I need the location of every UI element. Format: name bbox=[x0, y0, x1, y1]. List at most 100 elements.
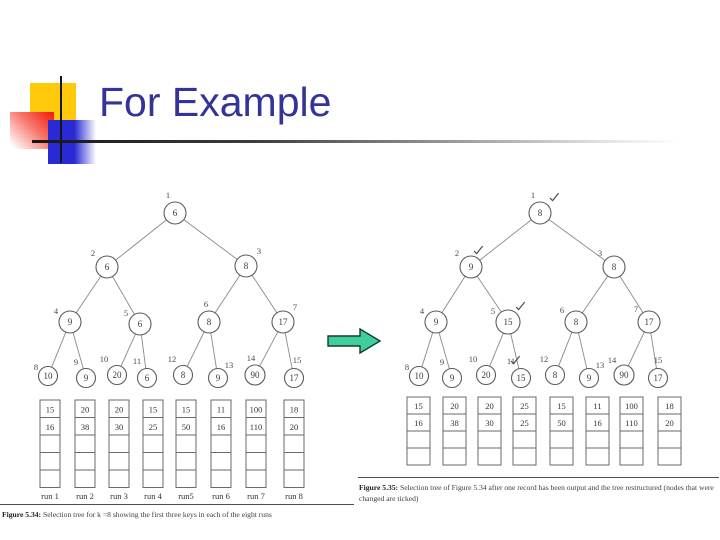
tree-node-circle bbox=[172, 364, 194, 386]
caption-rule-right bbox=[358, 477, 719, 478]
run-box-cell bbox=[108, 452, 130, 471]
run-box-cell bbox=[175, 434, 197, 453]
run-key-value: 20 bbox=[81, 405, 90, 415]
run-key-value: 38 bbox=[450, 418, 459, 428]
tree-edge bbox=[558, 332, 573, 367]
tick-mark-icon bbox=[473, 245, 484, 255]
run-box-cell bbox=[142, 452, 164, 471]
tree-node-number: 5 bbox=[124, 308, 128, 318]
tree-node-circle bbox=[578, 367, 600, 389]
tree-node-value: 9 bbox=[469, 262, 474, 272]
tree-node-number: 10 bbox=[100, 354, 109, 364]
run-box-cell bbox=[585, 430, 610, 449]
run-box-cell bbox=[108, 469, 130, 488]
title-underline bbox=[32, 140, 680, 143]
tree-edge bbox=[214, 274, 241, 314]
tree-node-number: 1 bbox=[166, 190, 170, 200]
tree-node-circle bbox=[234, 254, 258, 278]
run-box-cell bbox=[74, 452, 96, 471]
tree-node-circle bbox=[424, 310, 448, 334]
run-key-value: 20 bbox=[450, 401, 459, 411]
run-key-value: 100 bbox=[625, 401, 638, 411]
run-box-cell bbox=[442, 447, 467, 466]
tree-node-number: 9 bbox=[440, 357, 444, 367]
tree-node-number: 6 bbox=[560, 305, 564, 315]
tree-node-value: 9 bbox=[84, 373, 89, 383]
run-box-cell bbox=[283, 434, 305, 453]
tree-node-circle bbox=[510, 367, 532, 389]
tree-edge bbox=[627, 331, 645, 367]
tree-node-circle bbox=[528, 201, 552, 225]
run-key-value: 15 bbox=[414, 401, 423, 411]
tree-node-value: 8 bbox=[244, 261, 249, 271]
tree-node-number: 13 bbox=[225, 360, 234, 370]
tree-node-value: 90 bbox=[251, 370, 261, 380]
tree-node-number: 8 bbox=[405, 362, 409, 372]
tree-node-number: 2 bbox=[455, 248, 459, 258]
tree-node-value: 9 bbox=[68, 317, 73, 327]
tree-node-value: 8 bbox=[207, 317, 212, 327]
tree-node-circle bbox=[408, 365, 430, 387]
tree-node-number: 10 bbox=[469, 354, 478, 364]
tree-node-value: 15 bbox=[517, 373, 527, 383]
tree-node-number: 15 bbox=[654, 355, 663, 365]
tree-node-value: 17 bbox=[290, 373, 300, 383]
tree-node-value: 17 bbox=[279, 317, 289, 327]
tree-edge bbox=[259, 331, 279, 367]
tree-node-value: 9 bbox=[450, 373, 455, 383]
run-key-value: 20 bbox=[665, 418, 674, 428]
run-box-cell bbox=[549, 430, 574, 449]
tree-edge bbox=[510, 333, 520, 369]
run-box-cell bbox=[619, 447, 644, 466]
tree-node-number: 14 bbox=[608, 355, 617, 365]
run-box-cell bbox=[283, 452, 305, 471]
tree-node-value: 6 bbox=[138, 319, 143, 329]
run-key-value: 30 bbox=[115, 422, 124, 432]
run-key-value: 15 bbox=[182, 405, 191, 415]
run-label: run5 bbox=[178, 491, 194, 501]
tree-node-circle bbox=[459, 255, 483, 279]
run-box-cell bbox=[245, 452, 267, 471]
tree-node-circle bbox=[441, 367, 463, 389]
run-box-cell bbox=[39, 452, 61, 471]
tree-node-circle bbox=[544, 364, 566, 386]
tree-node-circle bbox=[197, 310, 221, 334]
figure-5-35-caption-label: Figure 5.35: bbox=[359, 483, 399, 492]
decoration-vertical-line bbox=[60, 76, 62, 163]
tree-edge bbox=[120, 333, 136, 367]
figure-5-34-caption-label: Figure 5.34: bbox=[2, 510, 42, 519]
tree-edge bbox=[548, 219, 606, 261]
tree-edge bbox=[438, 332, 450, 369]
run-key-value: 30 bbox=[485, 418, 494, 428]
tree-edge bbox=[578, 332, 588, 369]
tree-node-circle bbox=[637, 310, 661, 334]
tree-node-circle bbox=[106, 364, 128, 386]
tree-node-value: 17 bbox=[645, 317, 655, 327]
run-box-cell bbox=[245, 434, 267, 453]
tree-node-value: 9 bbox=[434, 317, 439, 327]
run-box-cell bbox=[108, 434, 130, 453]
tree-node-value: 90 bbox=[620, 370, 630, 380]
run-box-cell bbox=[512, 430, 537, 449]
tree-node-circle bbox=[58, 310, 82, 334]
run-box-cell bbox=[442, 430, 467, 449]
run-key-value: 15 bbox=[557, 401, 566, 411]
tree-edge bbox=[210, 332, 217, 369]
run-box-cell bbox=[210, 469, 232, 488]
figure-5-35-caption: Figure 5.35: Selection tree of Figure 5.… bbox=[359, 483, 714, 503]
tree-edge bbox=[251, 274, 278, 314]
run-box-cell bbox=[142, 469, 164, 488]
tree-node-circle bbox=[283, 367, 305, 389]
tree-node-number: 12 bbox=[168, 354, 177, 364]
run-box-cell bbox=[74, 469, 96, 488]
transition-arrow-icon bbox=[327, 327, 382, 355]
run-box-cell bbox=[39, 434, 61, 453]
run-key-value: 110 bbox=[625, 418, 637, 428]
tree-edge bbox=[186, 331, 205, 367]
tree-node-number: 11 bbox=[133, 356, 141, 366]
tree-node-value: 10 bbox=[44, 371, 54, 381]
tree-node-circle bbox=[95, 255, 119, 279]
run-key-value: 50 bbox=[182, 422, 191, 432]
selection-tree-diagram-before: 6162839465861771089920106118129139014171… bbox=[34, 190, 305, 501]
tree-node-value: 8 bbox=[553, 370, 558, 380]
